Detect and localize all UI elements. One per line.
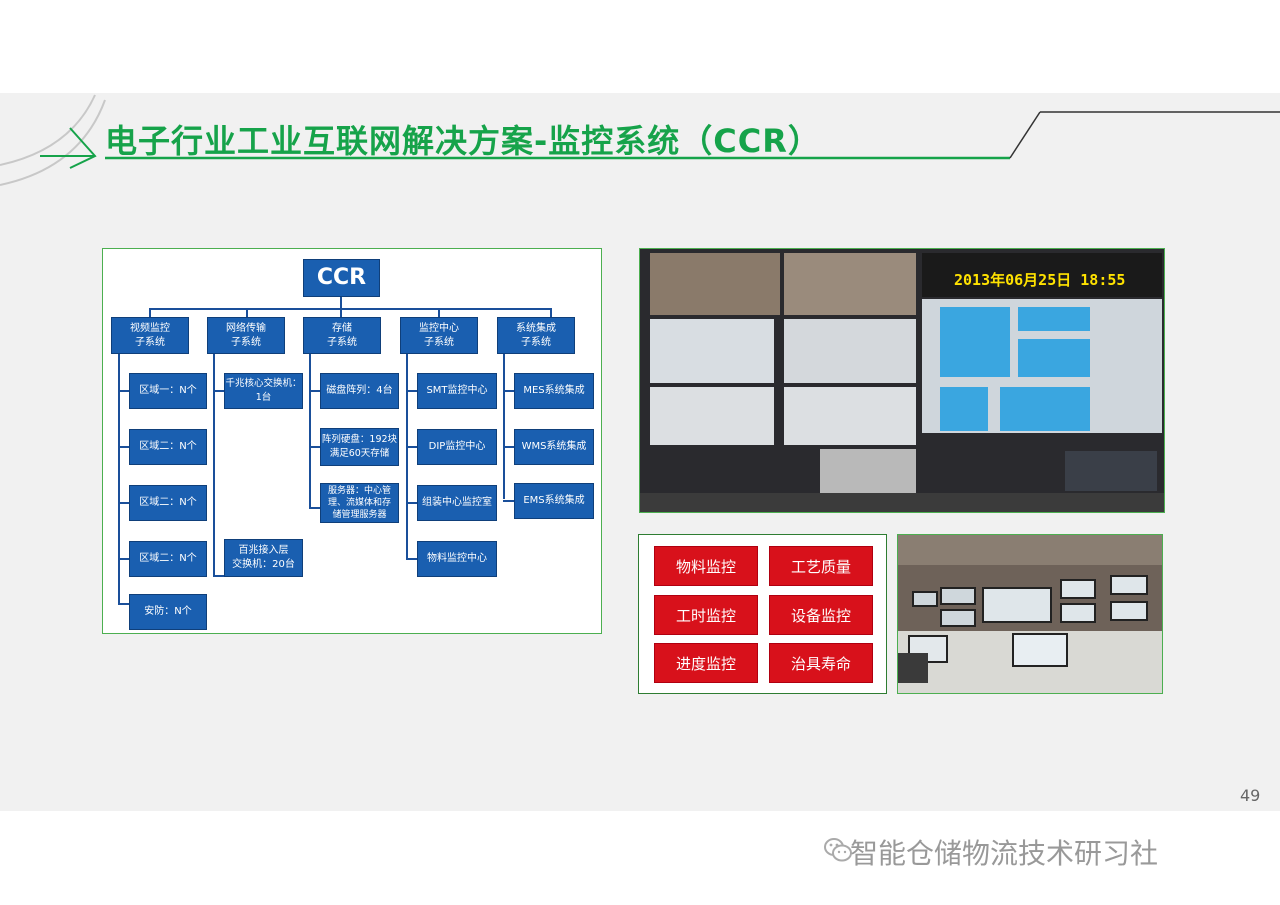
connector: [309, 353, 311, 509]
video-area-3: 区域二：N个: [129, 485, 207, 521]
page-number: 49: [1240, 786, 1261, 805]
watermark-text: 智能仓储物流技术研习社: [850, 837, 1159, 870]
video-wall-photo: 2013年06月25日 18:55: [639, 248, 1165, 513]
wall-monitor: [982, 587, 1052, 623]
connector: [406, 558, 418, 560]
chair: [898, 653, 928, 683]
control-room-photo: [897, 534, 1163, 694]
wechat-icon: [824, 838, 852, 862]
video-area-1: 区域一：N个: [129, 373, 207, 409]
wall-monitor: [1110, 601, 1148, 621]
connector: [406, 446, 418, 448]
wall-datetime: 2013年06月25日 18:55: [954, 271, 1126, 289]
connector: [149, 308, 552, 310]
wall-monitor: [912, 591, 938, 607]
small-monitor: [1065, 451, 1157, 491]
connector: [503, 446, 515, 448]
ccr-org-chart: CCR 视频监控 子系统 网络传输 子系统 存储 子系统 监控中心 子系统 系统…: [102, 248, 602, 634]
connector: [406, 390, 418, 392]
item-equipment-monitor: 设备监控: [769, 595, 873, 635]
storage-hdd: 阵列硬盘：192块 满足60天存储: [320, 428, 399, 466]
item-fixture-life: 治具寿命: [769, 643, 873, 683]
monitor-items-panel: 物料监控 工艺质量 工时监控 设备监控 进度监控 治具寿命: [638, 534, 887, 694]
wall-monitor: [1060, 579, 1096, 599]
layout-block: [940, 307, 1010, 377]
connector: [406, 502, 418, 504]
network-core-switch: 千兆核心交换机： 1台: [224, 373, 303, 409]
storage-servers: 服务器：中心管 理、流媒体和存 储管理服务器: [320, 483, 399, 523]
integration-mes: MES系统集成: [514, 373, 594, 409]
connector: [213, 390, 225, 392]
clock-screen: [922, 253, 1162, 297]
status-screen: [650, 387, 774, 445]
status-screen: [784, 319, 916, 383]
status-screen: [650, 319, 774, 383]
item-process-quality: 工艺质量: [769, 546, 873, 586]
title-decoration: [0, 94, 1280, 186]
connector: [118, 603, 130, 605]
item-progress-monitor: 进度监控: [654, 643, 758, 683]
camera-feed-screen: [784, 253, 916, 315]
item-material-monitor: 物料监控: [654, 546, 758, 586]
connector: [118, 502, 130, 504]
wall-monitor: [1060, 603, 1096, 623]
layout-block: [1018, 307, 1090, 331]
desk-monitor: [1012, 633, 1068, 667]
desk-monitor: [908, 635, 948, 663]
subsystem-integration: 系统集成 子系统: [497, 317, 575, 354]
subsystem-center: 监控中心 子系统: [400, 317, 478, 354]
desk: [640, 493, 1164, 512]
connector: [503, 353, 505, 499]
connector: [246, 308, 248, 318]
connector: [503, 500, 515, 502]
subsystem-network: 网络传输 子系统: [207, 317, 285, 354]
network-access-switch: 百兆接入层 交换机：20台: [224, 539, 303, 577]
wall-monitor: [940, 587, 976, 605]
connector: [438, 308, 440, 318]
video-area-4: 区域二：N个: [129, 541, 207, 577]
subsystem-storage: 存储 子系统: [303, 317, 381, 354]
connector: [550, 308, 552, 318]
connector: [309, 446, 321, 448]
connector: [309, 390, 321, 392]
status-screen: [784, 387, 916, 445]
storage-disk-array: 磁盘阵列：4台: [320, 373, 399, 409]
connector: [340, 308, 342, 318]
video-area-2: 区域二：N个: [129, 429, 207, 465]
center-assembly: 组装中心监控室: [417, 485, 497, 521]
connector: [213, 575, 225, 577]
connector: [340, 297, 342, 309]
connector: [118, 558, 130, 560]
ccr-root-box: CCR: [303, 259, 380, 297]
subsystem-video: 视频监控 子系统: [111, 317, 189, 354]
page-title: 电子行业工业互联网解决方案-监控系统（CCR）: [105, 122, 821, 160]
layout-block: [940, 387, 988, 431]
connector: [309, 507, 321, 509]
connector: [503, 390, 515, 392]
connector: [149, 308, 151, 318]
wall-monitor: [1110, 575, 1148, 595]
layout-block: [1000, 387, 1090, 431]
video-security: 安防：N个: [129, 594, 207, 630]
wall-monitor: [940, 609, 976, 627]
center-material: 物料监控中心: [417, 541, 497, 577]
center-dip: DIP监控中心: [417, 429, 497, 465]
integration-ems: EMS系统集成: [514, 483, 594, 519]
connector: [118, 446, 130, 448]
camera-feed-screen: [650, 253, 780, 315]
center-smt: SMT监控中心: [417, 373, 497, 409]
connector: [213, 353, 215, 577]
connector: [118, 353, 120, 603]
connector: [406, 353, 408, 559]
integration-wms: WMS系统集成: [514, 429, 594, 465]
item-worktime-monitor: 工时监控: [654, 595, 758, 635]
layout-block: [1018, 339, 1090, 377]
ceiling: [898, 535, 1162, 565]
connector: [118, 390, 130, 392]
small-monitor: [820, 449, 916, 493]
